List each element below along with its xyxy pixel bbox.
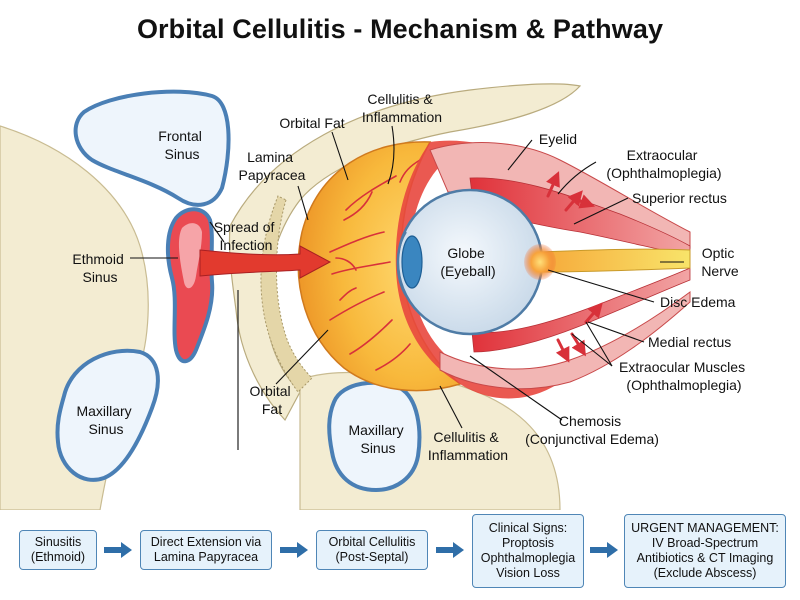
leader-lines [130,125,684,429]
label-ethmoid-sinus: Ethmoid Sinus [72,251,127,285]
label-disc-edema: Disc Edema [660,294,736,310]
label-orbital-fat-top: Orbital Fat [279,115,344,131]
label-lamina-papyracea: Lamina Papyracea [239,149,306,183]
flow-arrow-1 [104,542,132,558]
diagram-title: Orbital Cellulitis - Mechanism & Pathway [136,14,664,44]
pathway-flowchart: Sinusitis (Ethmoid) Direct Extension via… [0,510,800,600]
label-chemosis: Chemosis (Conjunctival Edema) [525,413,659,447]
ethmoid-inflammation-highlight [178,223,202,289]
label-maxillary-sinus-left: Maxillary Sinus [76,403,135,437]
flow-step-orbital-cellulitis: Orbital Cellulitis (Post-Septal) [316,530,428,570]
spread-of-infection-arrow [199,245,332,279]
label-eyelid: Eyelid [539,131,577,147]
label-globe: Globe (Eyeball) [440,245,495,279]
flow-step-sinusitis: Sinusitis (Ethmoid) [19,530,97,570]
label-spread-of-infection: Spread of Infection [214,219,279,253]
flow-step-clinical-signs: Clinical Signs: Proptosis Ophthalmoplegi… [472,514,584,588]
restricted-movement-arrows [546,171,603,363]
label-superior-rectus: Superior rectus [632,190,727,206]
label-maxillary-sinus-right: Maxillary Sinus [348,422,407,456]
flow-step-urgent-management: URGENT MANAGEMENT: IV Broad-Spectrum Ant… [624,514,786,588]
label-extraocular-bottom: Extraocular Muscles (Ophthalmoplegia) [619,359,749,393]
label-cellulitis-top: Cellulitis & Inflammation [362,91,442,125]
flow-arrow-2 [280,542,308,558]
optic-nerve [539,248,691,273]
maxillary-sinus-left [55,348,160,482]
label-cellulitis-bottom: Cellulitis & Inflammation [428,429,508,463]
label-optic-nerve: Optic Nerve [701,245,739,279]
label-frontal-sinus: Frontal Sinus [158,128,205,162]
inflammation-vessels [329,159,421,371]
label-medial-rectus: Medial rectus [648,334,731,350]
label-orbital-fat-lower: Orbital Fat [249,383,294,417]
disc-edema [524,244,556,280]
label-extraocular-top: Extraocular (Ophthalmoplegia) [606,147,721,181]
frontal-sinus [73,89,231,207]
flow-arrow-3 [436,542,464,558]
orbit-diagram: Frontal Sinus Ethmoid Sinus Maxillary Si… [0,83,749,510]
iris [401,235,423,289]
sclera-outline [396,231,407,297]
medial-rectus-muscle [471,267,691,353]
flow-step-direct-extension: Direct Extension via Lamina Papyracea [140,530,272,570]
flow-arrow-4 [590,542,618,558]
orbital-roof-bone [228,83,582,422]
